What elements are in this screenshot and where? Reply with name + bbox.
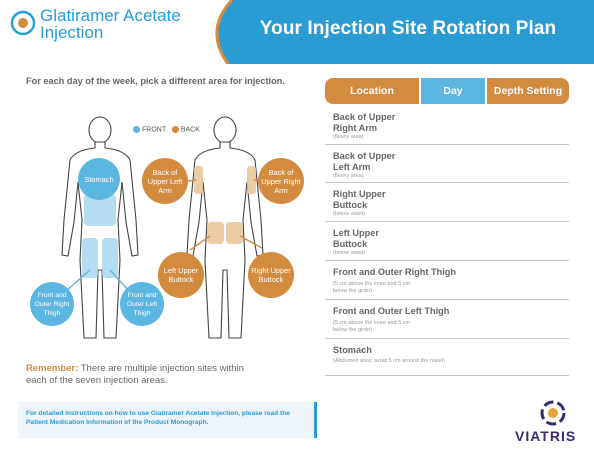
front-right-thigh-bubble: Front and Outer Right Thigh <box>30 282 74 326</box>
table-row: Front and Outer Left Thigh (5 cm above t… <box>325 300 569 339</box>
viatris-logo-icon <box>540 400 566 426</box>
remember-label: Remember: <box>26 363 79 374</box>
row-location: Front and Outer Right Thigh <box>333 267 456 277</box>
table-row: Stomach (Abdomen area; avoid 5 cm around… <box>325 339 569 376</box>
remember-text: There are multiple injection sites withi… <box>26 363 244 386</box>
row-note: (Abdomen area; avoid 5 cm around the nav… <box>333 358 445 364</box>
header-location: Location <box>325 78 419 104</box>
body-diagram <box>57 116 269 339</box>
legend-front-label: FRONT <box>142 126 166 134</box>
row-location: Back of Upper Left Arm <box>333 151 396 172</box>
header-day: Day <box>421 78 485 104</box>
legend: FRONT BACK <box>133 126 200 133</box>
row-location: Stomach <box>333 345 372 355</box>
brand-name-line2: Injection <box>40 23 104 42</box>
back-right-arm-bubble: Back of Upper Right Arm <box>258 158 304 204</box>
remember-note: Remember: There are multiple injection s… <box>26 363 266 387</box>
company-name: VIATRIS <box>515 428 577 444</box>
row-note: (below waist) <box>333 250 366 256</box>
back-left-arm-bubble: Back of Upper Left Arm <box>142 158 188 204</box>
front-left-thigh-bubble: Front and Outer Left Thigh <box>120 282 164 326</box>
right-buttock-bubble: Right Upper Buttock <box>248 252 294 298</box>
table-row: Left Upper Buttock (below waist) <box>325 222 569 261</box>
row-note: (5 cm above the knee and 5 cm below the … <box>333 281 411 294</box>
back-legend-swatch <box>171 126 179 133</box>
row-location: Right Upper Buttock <box>333 189 386 210</box>
front-injection-areas <box>82 194 118 278</box>
back-injection-areas <box>194 166 256 244</box>
info-note: For detailed instructions on how to use … <box>26 410 290 426</box>
row-location: Left Upper Buttock <box>333 228 379 249</box>
header-band <box>0 0 594 64</box>
info-bar: For detailed instructions on how to use … <box>18 402 317 438</box>
table-row: Back of Upper Left Arm (fleshy area) <box>325 145 569 183</box>
left-buttock-bubble: Left Upper Buttock <box>158 252 204 298</box>
instruction-text: For each day of the week, pick a differe… <box>26 76 285 86</box>
row-note: (fleshy area) <box>333 134 364 140</box>
row-note: (below waist) <box>333 211 366 217</box>
legend-back-label: BACK <box>180 126 200 134</box>
table-row: Front and Outer Right Thigh (5 cm above … <box>325 261 569 300</box>
row-note: (fleshy area) <box>333 173 364 179</box>
front-legend-swatch <box>133 126 140 133</box>
table-row: Right Upper Buttock (below waist) <box>325 183 569 222</box>
row-note: (5 cm above the knee and 5 cm below the … <box>333 320 411 333</box>
row-location: Front and Outer Left Thigh <box>333 306 450 316</box>
back-body-figure <box>186 116 264 339</box>
brand-logo-icon <box>10 10 36 36</box>
row-location: Back of Upper Right Arm <box>333 112 396 133</box>
stomach-bubble: Stomach <box>78 158 120 200</box>
table-row: Back of Upper Right Arm (fleshy area) <box>325 106 569 145</box>
brand-name-line1: Glatiramer Acetate <box>40 6 181 25</box>
header-depth-setting: Depth Setting <box>487 78 569 104</box>
page-title: Your Injection Site Rotation Plan <box>259 18 557 39</box>
